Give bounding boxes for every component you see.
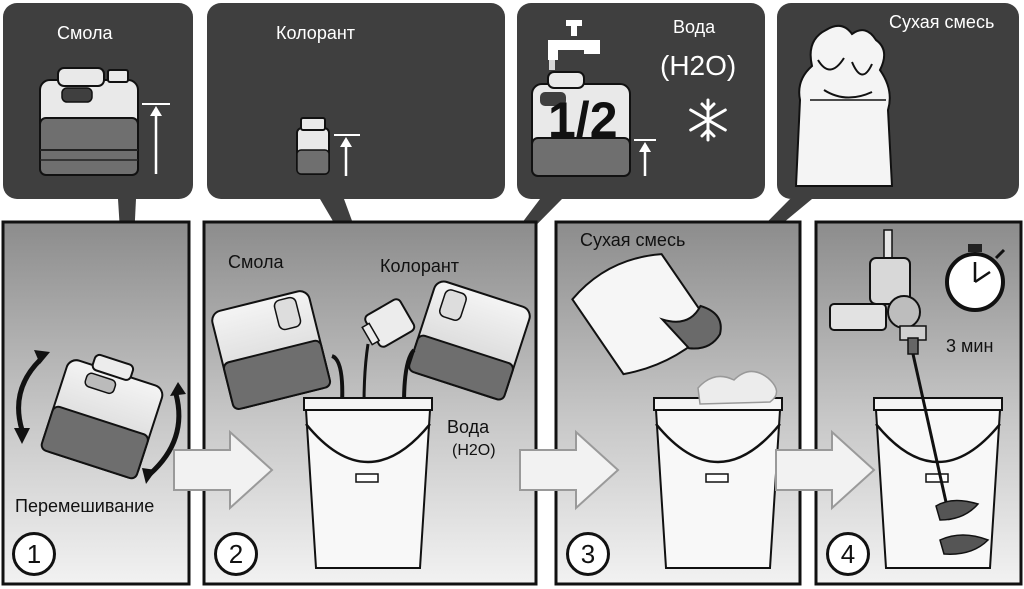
faucet-icon (548, 20, 600, 70)
up-arrow-icon (634, 139, 656, 176)
dust-cloud (697, 370, 778, 405)
step-number-4: 4 (826, 532, 870, 576)
top-panel-colorant (207, 3, 505, 199)
canister-icon (39, 67, 139, 176)
top-label-colorant: Колорант (276, 23, 356, 43)
canister-icon (408, 280, 531, 401)
bag-icon (571, 253, 722, 376)
top-label-resin: Смола (57, 23, 113, 43)
step-number-1: 1 (12, 532, 56, 576)
step2-label-colorant: Колорант (380, 256, 460, 276)
rotate-arrows-icon (14, 350, 186, 484)
canister-icon (40, 353, 164, 480)
arrow-right-icon (775, 429, 876, 511)
top-panel-dry-mix (777, 3, 1019, 199)
mixer-drill-icon (829, 229, 990, 555)
step1-caption: Перемешивание (15, 496, 155, 516)
up-arrow-icon (334, 134, 360, 176)
up-arrow-icon (142, 103, 170, 174)
step-number-2: 2 (214, 532, 258, 576)
arrow-right-icon (519, 429, 620, 511)
canister-icon (531, 71, 631, 177)
step2-label-water-formula: (H2O) (452, 442, 496, 459)
bucket-icon (303, 397, 433, 569)
stopwatch-icon (945, 244, 1006, 312)
top-label-water: Вода (673, 17, 716, 37)
bucket-icon (653, 397, 783, 569)
step2-label-resin: Смола (228, 252, 284, 272)
top-panel-resin (3, 3, 193, 199)
top-label-water-formula: (H2O) (660, 50, 737, 81)
top-panel-water (517, 3, 765, 199)
snowflake-icon (689, 98, 727, 142)
jar-icon (296, 117, 330, 175)
step4-label-time: 3 мин (946, 336, 994, 356)
arrow-right-icon (173, 429, 274, 511)
canister-icon (211, 290, 332, 411)
jar-icon (361, 298, 416, 348)
top-label-dry-mix: Сухая смесь (889, 12, 995, 32)
step3-label-dry-mix: Сухая смесь (580, 230, 686, 250)
top-label-water-fraction: 1/2 (548, 92, 618, 148)
bag-icon (794, 24, 894, 187)
step2-label-water: Вода (447, 417, 490, 437)
step-number-3: 3 (566, 532, 610, 576)
